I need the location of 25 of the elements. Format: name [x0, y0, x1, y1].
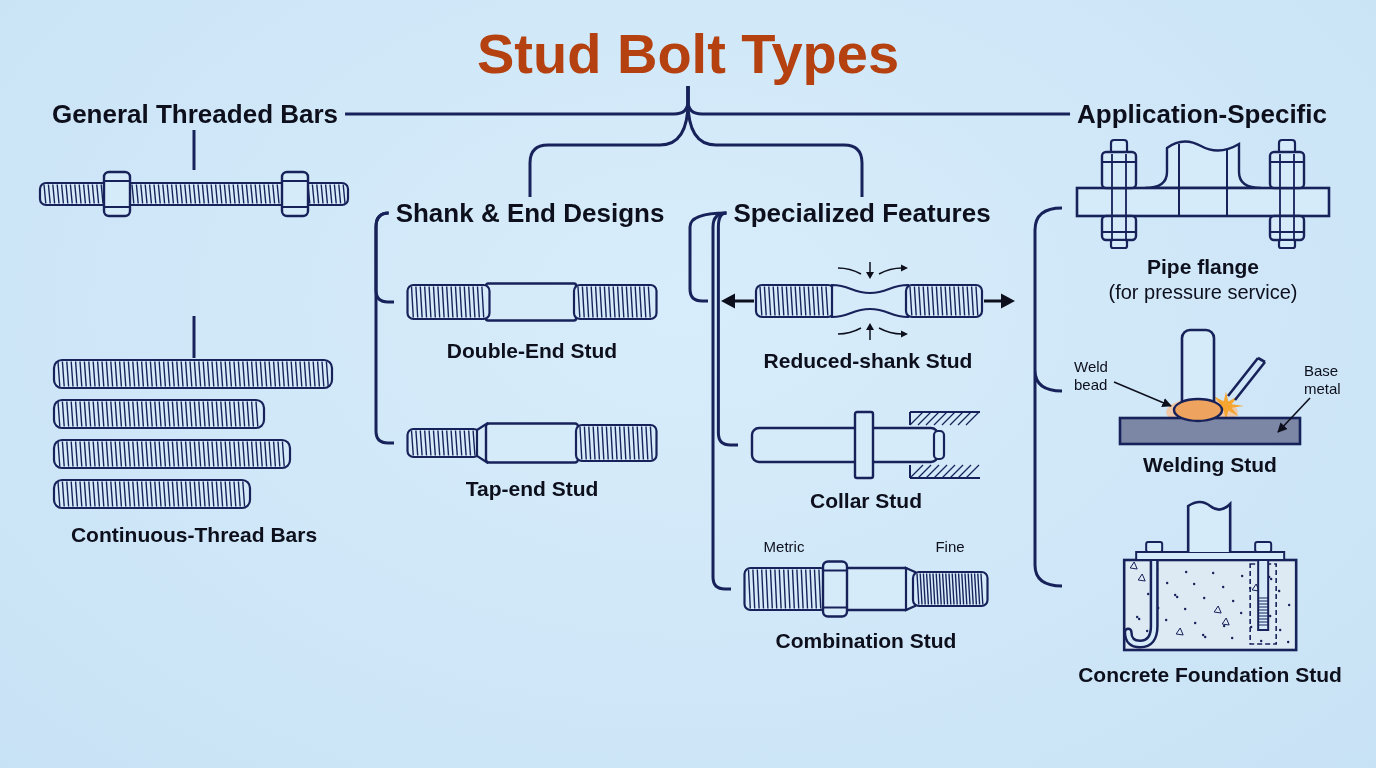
- type-label: Pipe flange: [1147, 254, 1259, 280]
- connector-line: [192, 130, 196, 170]
- thread-label: Fine: [935, 538, 965, 556]
- type-label: Reduced-shank Stud: [763, 348, 973, 374]
- threaded-rod-with-nuts-drawing: [38, 170, 350, 218]
- type-note: (for pressure service): [1108, 280, 1298, 304]
- thread-label: Metric: [763, 538, 805, 556]
- connector-line: [686, 86, 1071, 116]
- leader-arrow: [1113, 381, 1172, 408]
- category-heading: Shank & End Designs: [388, 197, 672, 229]
- connector-line: [192, 316, 196, 358]
- callout-label: Base metal: [1304, 362, 1344, 398]
- type-label: Collar Stud: [810, 488, 922, 514]
- type-label: Concrete Foundation Stud: [1078, 662, 1342, 688]
- type-label: Continuous-Thread Bars: [70, 522, 318, 548]
- category-heading: Application-Specific: [1070, 98, 1334, 130]
- category-heading: General Threaded Bars: [44, 98, 346, 130]
- diagram-title: Stud Bolt Types: [472, 22, 904, 86]
- category-heading: Specialized Features: [726, 197, 998, 229]
- leader-arrow: [1277, 397, 1311, 433]
- type-label: Double-End Stud: [446, 338, 618, 364]
- callout-label: Weld bead: [1074, 358, 1114, 394]
- type-label: Combination Stud: [775, 628, 957, 654]
- type-label: Tap-end Stud: [465, 476, 599, 502]
- type-label: Welding Stud: [1143, 452, 1277, 478]
